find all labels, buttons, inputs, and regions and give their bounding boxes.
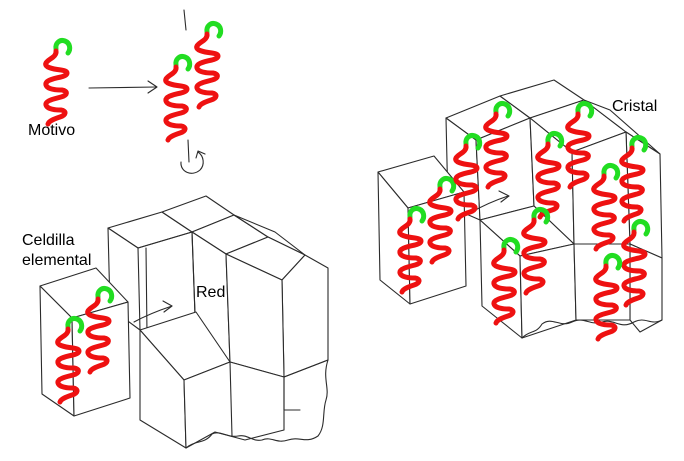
unit-cell	[39, 267, 131, 417]
lattice-blocks	[107, 195, 329, 449]
rotation-axis-top	[183, 9, 187, 31]
unit-cell-label-line1: Celdilla	[22, 232, 75, 249]
motif-label: Motivo	[28, 122, 76, 139]
crystal-label: Cristal	[612, 98, 658, 115]
crystal-unit-cell	[377, 155, 467, 305]
motif-arrow	[88, 80, 158, 94]
unit-cell-label-line2: elemental	[22, 252, 92, 269]
lattice-label: Red	[196, 284, 226, 301]
lattice-arrow	[133, 300, 173, 323]
motif-pair	[166, 9, 221, 174]
motif-helix	[46, 40, 70, 124]
rotation-icon	[180, 151, 204, 174]
rotation-axis-bottom	[187, 139, 190, 163]
